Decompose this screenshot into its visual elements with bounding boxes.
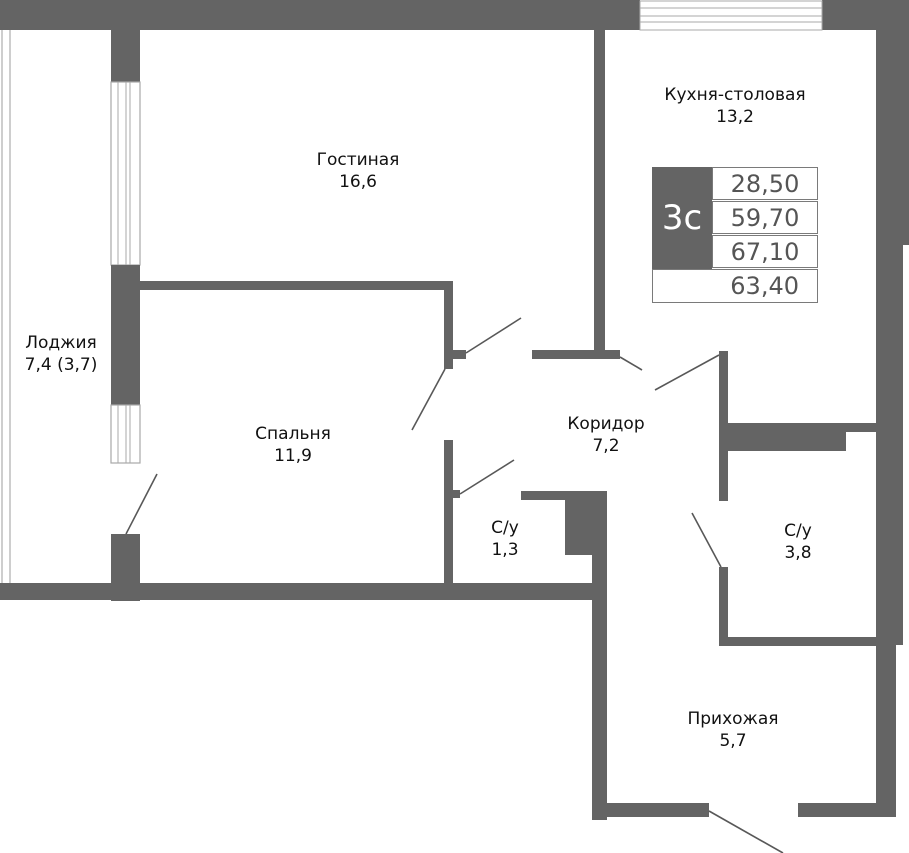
wall-bath-large-left — [719, 351, 728, 501]
room-name: Гостиная — [316, 150, 400, 170]
room-name: Лоджия — [25, 333, 97, 353]
room-label-bath-large: С/у 3,8 — [784, 520, 812, 564]
room-area: 7,2 — [592, 436, 620, 456]
room-label-bath-small: С/у 1,3 — [491, 517, 519, 561]
room-label-kitchen: Кухня-столовая 13,2 — [664, 84, 805, 128]
room-label-bedroom: Спальня 11,9 — [255, 423, 331, 467]
room-label-corridor: Коридор 7,2 — [567, 413, 644, 457]
bath-small-door[interactable] — [459, 459, 515, 495]
living-area-value: 28,50 — [712, 167, 818, 200]
room-area: 7,4 (3,7) — [24, 355, 98, 375]
loggia-door[interactable] — [125, 473, 158, 535]
room-name: С/у — [784, 521, 812, 541]
apartment-type: 3с — [652, 167, 712, 269]
wall-bedroom-bath — [444, 440, 453, 590]
wall-hall-bottom — [592, 803, 709, 817]
room-name: Спальня — [255, 424, 331, 444]
room-label-hall: Прихожая 5,7 — [687, 708, 778, 752]
room-area: 5,7 — [719, 731, 747, 751]
wall-pier — [111, 30, 140, 82]
wall-top-right — [822, 0, 909, 30]
kitchen-door-stub — [619, 356, 643, 371]
wall-bath-top — [521, 491, 607, 500]
living-window — [110, 81, 141, 266]
room-label-loggia: Лоджия 7,4 (3,7) — [25, 332, 98, 376]
wall-hall-left — [592, 500, 607, 820]
wall-top — [0, 0, 640, 30]
room-label-living: Гостиная 16,6 — [317, 149, 400, 193]
bath-large-door[interactable] — [691, 512, 722, 568]
room-name: Прихожая — [687, 709, 779, 729]
total-with-loggia-value: 67,10 — [712, 235, 818, 268]
wall-bedroom-right — [444, 281, 453, 369]
wall-living-kitchen — [594, 30, 605, 358]
wall-living-bedroom — [140, 281, 453, 290]
wall-bath-large-bottom — [719, 637, 879, 646]
wall-right-lower — [876, 645, 896, 805]
room-area: 3,8 — [784, 543, 812, 563]
door-stub — [453, 490, 460, 498]
room-area: 13,2 — [716, 107, 754, 127]
wall-right — [876, 245, 903, 645]
kitchen-door[interactable] — [654, 354, 720, 391]
apartment-info-box: 3с 28,50 59,70 67,10 63,40 — [652, 167, 818, 303]
wall-pier — [111, 265, 140, 405]
room-area: 16,6 — [339, 172, 377, 192]
room-area: 1,3 — [491, 540, 519, 560]
wall-bottom — [0, 583, 600, 600]
room-name: Коридор — [567, 414, 645, 434]
wall-corridor-top — [532, 350, 620, 359]
door-stub — [453, 350, 466, 359]
total-area-value: 59,70 — [712, 201, 818, 234]
bedroom-window — [110, 404, 141, 464]
bedroom-door[interactable] — [411, 368, 446, 431]
room-name: С/у — [491, 518, 519, 538]
kitchen-window — [639, 0, 823, 31]
wall-hall-bottom — [798, 803, 896, 817]
living-door[interactable] — [465, 317, 522, 354]
wall-kitchen-bottom — [728, 423, 878, 432]
wall-bath-large-left — [719, 567, 728, 646]
room-area: 11,9 — [274, 446, 312, 466]
wall-kitchen-bottom-thick — [728, 432, 846, 451]
reduced-area-value: 63,40 — [652, 269, 818, 303]
room-name: Кухня-столовая — [664, 85, 806, 105]
entrance-door[interactable] — [708, 810, 784, 853]
wall-right — [876, 30, 909, 245]
